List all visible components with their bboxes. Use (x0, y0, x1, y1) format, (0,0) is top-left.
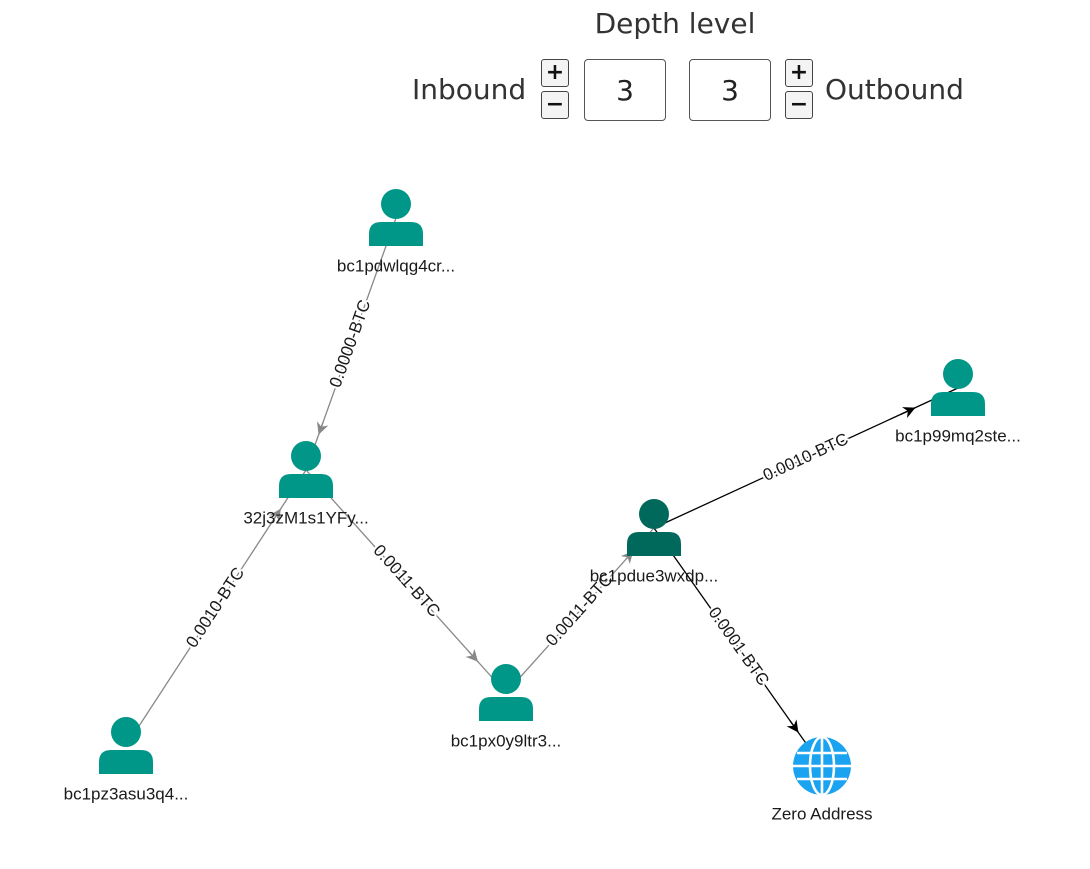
edge-arrowhead (899, 407, 916, 419)
graph-node-n_dwl[interactable]: bc1pdwlqg4cr... (337, 189, 455, 275)
person-icon (931, 359, 985, 416)
outbound-increment-button[interactable]: + (785, 59, 813, 87)
edge-amount-label: 0.0000-BTC (326, 297, 375, 390)
person-icon (279, 441, 333, 498)
depth-level-title: Depth level (594, 7, 756, 40)
person-icon (627, 499, 681, 556)
inbound-label: Inbound (412, 73, 527, 106)
edge-arrowhead (786, 719, 800, 734)
edge-n_32j-to-n_px0[interactable]: 0.0011-BTC (305, 469, 507, 694)
graph-node-n_p99[interactable]: bc1p99mq2ste... (895, 359, 1021, 445)
nodes-layer: bc1pdwlqg4cr... 32j3zM1s1YFy... bc1pz3asu3… (64, 189, 1021, 823)
node-address-label: bc1pdwlqg4cr... (337, 256, 455, 275)
inbound-decrement-button[interactable]: − (541, 91, 569, 119)
graph-node-n_zero[interactable]: Zero Address (771, 735, 873, 823)
node-address-label: bc1px0y9ltr3... (451, 731, 562, 750)
graph-node-n_pdu[interactable]: bc1pdue3wxdp... (590, 499, 719, 585)
outbound-stepper: + − (785, 59, 813, 119)
graph-node-n_px0[interactable]: bc1px0y9ltr3... (451, 664, 562, 750)
edge-amount-label: 0.0001-BTC (705, 603, 773, 689)
plus-icon: + (789, 60, 809, 85)
inbound-depth-input[interactable] (584, 59, 666, 121)
plus-icon: + (545, 60, 565, 85)
outbound-label: Outbound (825, 73, 964, 106)
globe-icon (793, 735, 851, 797)
graph-node-n_32j[interactable]: 32j3zM1s1YFy... (243, 441, 369, 527)
outbound-decrement-button[interactable]: − (785, 91, 813, 119)
outbound-depth-input[interactable] (689, 59, 771, 121)
edge-n_pdu-to-n_zero[interactable]: 0.0001-BTC (653, 527, 823, 767)
node-address-label: bc1pz3asu3q4... (64, 784, 189, 803)
graph-node-n_pz3[interactable]: bc1pz3asu3q4... (64, 717, 189, 803)
edge-arrowhead (316, 421, 329, 435)
minus-icon: − (789, 92, 809, 117)
person-icon (369, 189, 423, 246)
person-icon (99, 717, 153, 774)
inbound-increment-button[interactable]: + (541, 59, 569, 87)
edge-arrowhead (269, 508, 282, 523)
person-icon (479, 664, 533, 721)
edge-amount-label: 0.0010-BTC (182, 564, 248, 651)
minus-icon: − (545, 92, 565, 117)
edge-arrowhead (465, 648, 479, 663)
node-address-label: 32j3zM1s1YFy... (243, 508, 368, 527)
inbound-stepper: + − (541, 59, 569, 119)
node-address-label: Zero Address (771, 804, 872, 823)
node-address-label: bc1pdue3wxdp... (590, 566, 719, 585)
edge-n_pdu-to-n_p99[interactable]: 0.0010-BTC (653, 387, 959, 529)
edge-amount-label: 0.0011-BTC (370, 541, 445, 621)
node-address-label: bc1p99mq2ste... (895, 426, 1021, 445)
edge-amount-label: 0.0010-BTC (760, 429, 851, 485)
